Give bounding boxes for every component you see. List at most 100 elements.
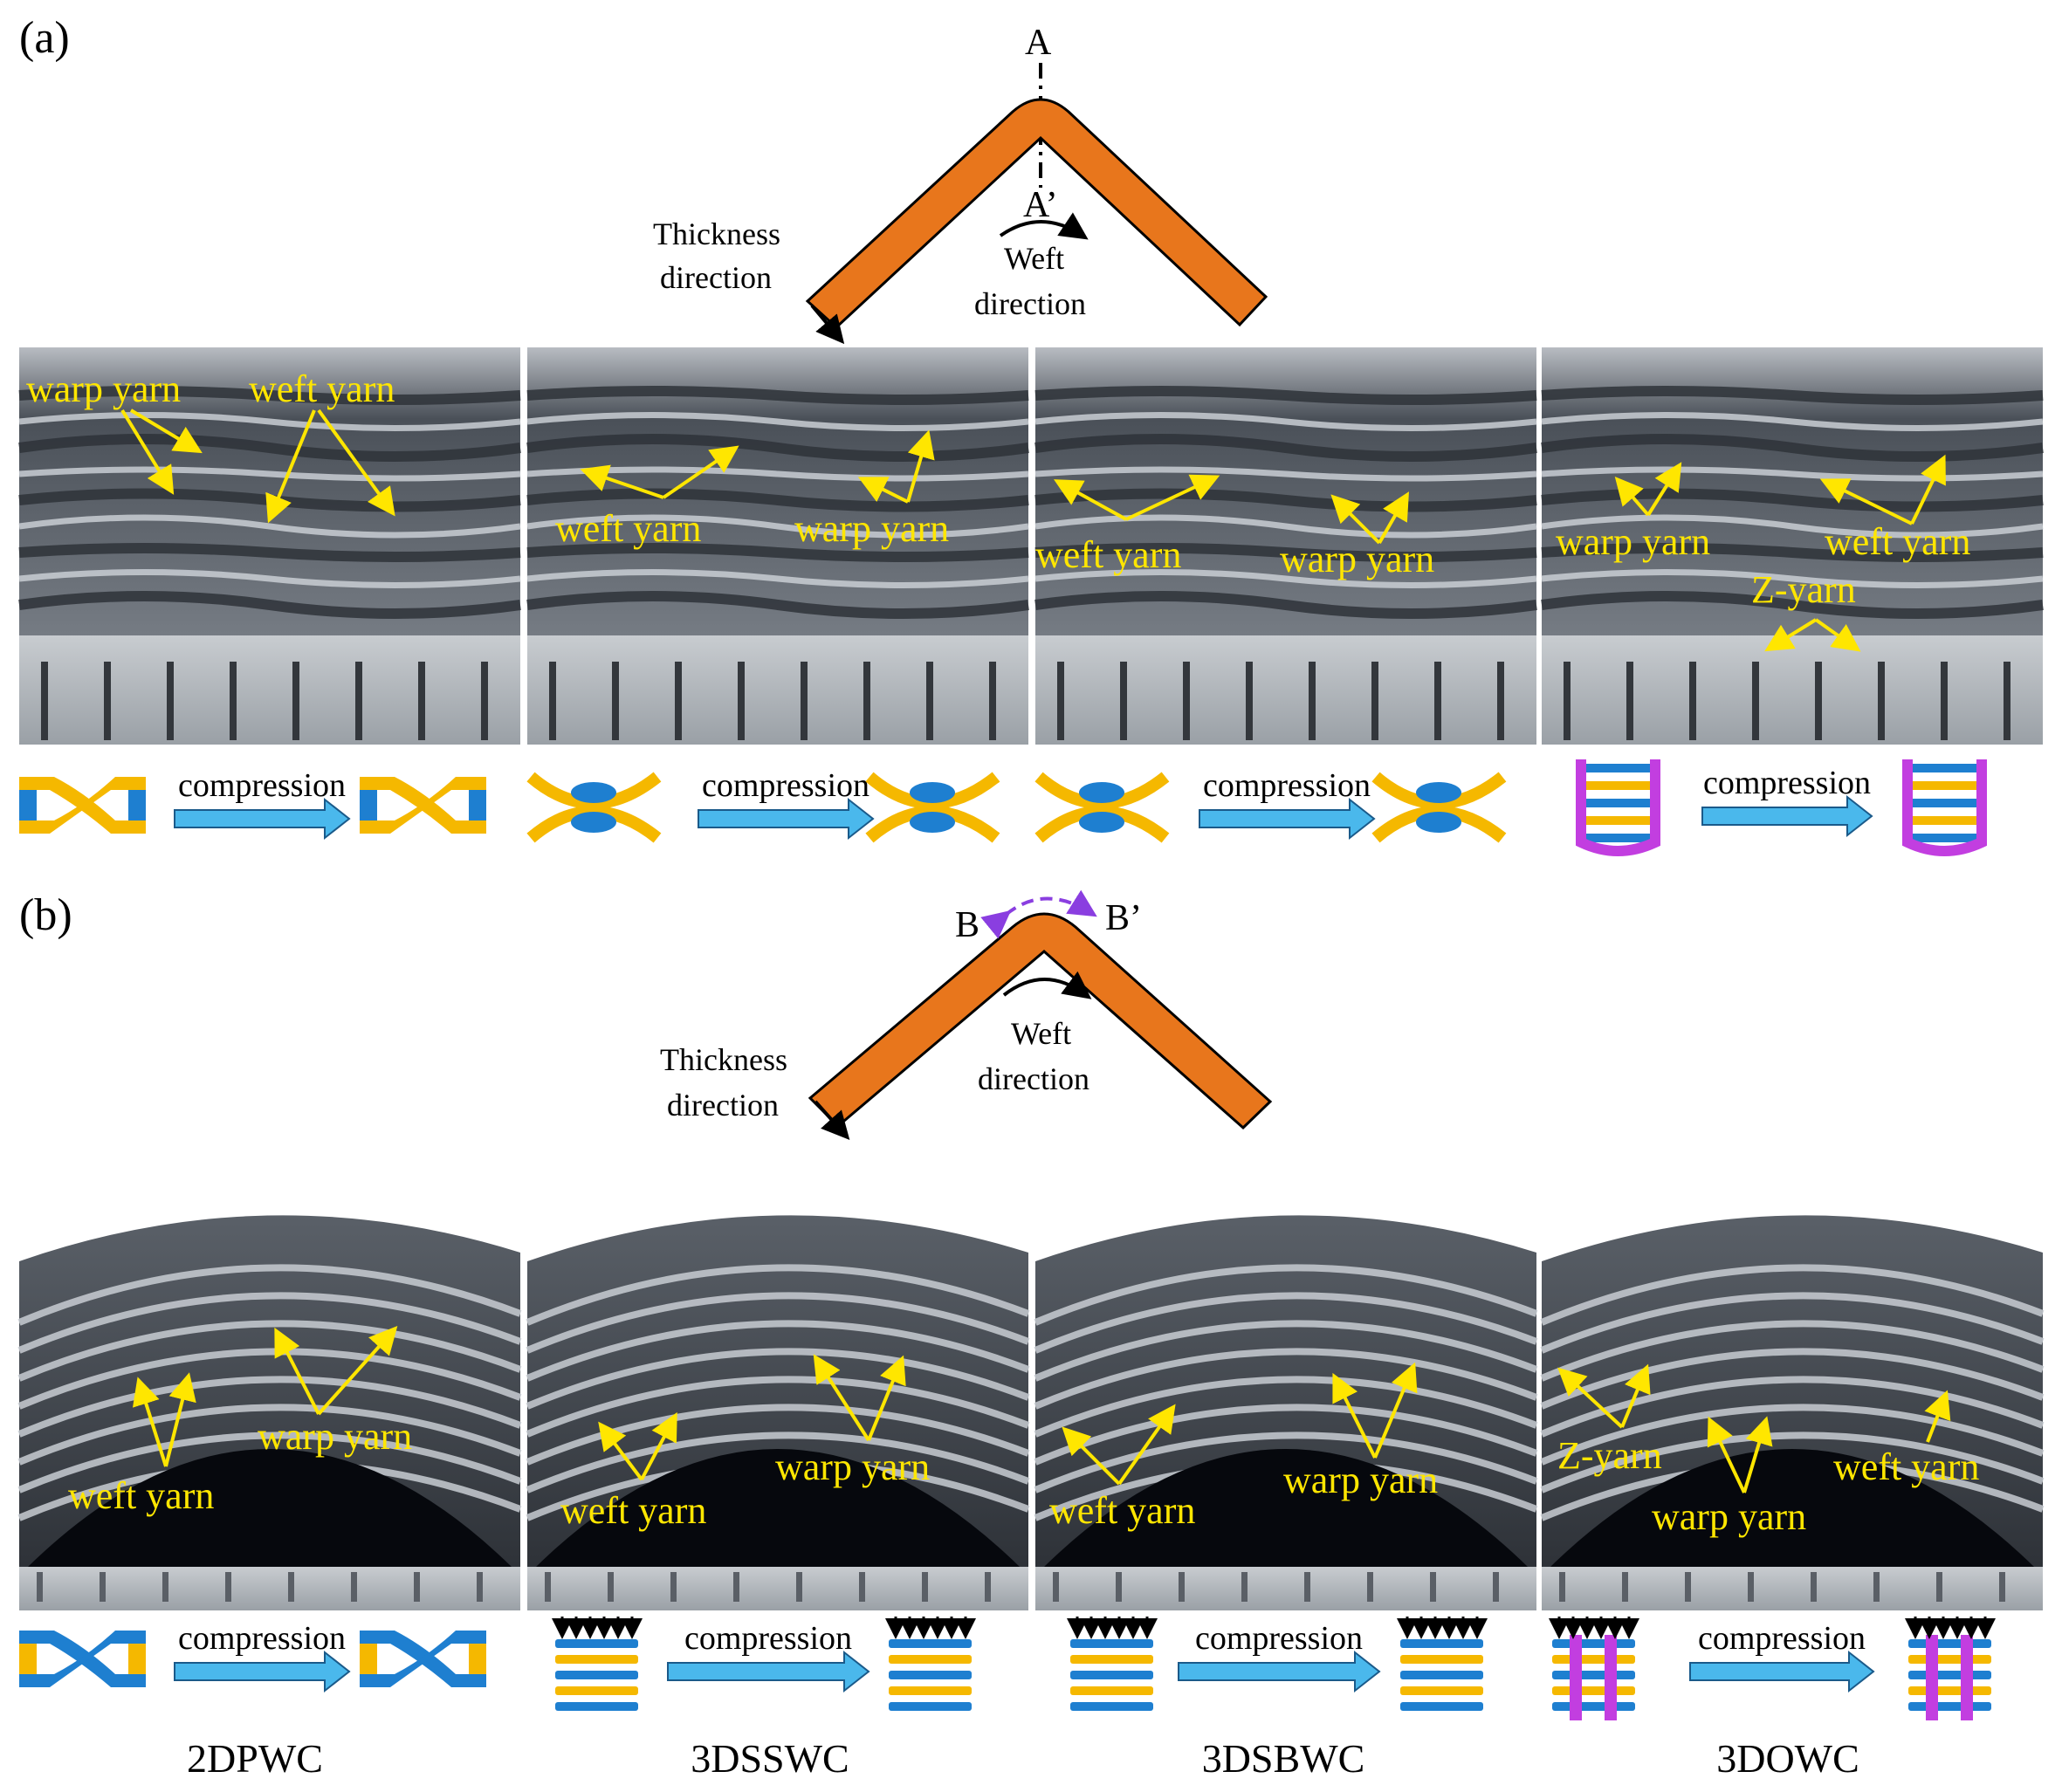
yarn-ellipse [910,812,955,833]
schem-a3-after [1371,772,1507,843]
yarn-stratum [1541,386,2044,405]
yarn-stratum [526,386,1029,405]
layer [1577,799,1660,807]
yarn-stratum [18,386,521,405]
yarn-stratum [526,488,1029,512]
arrow-b4-z-1 [1557,1367,1624,1429]
arrow-a1-weft-2 [317,409,395,517]
sample-name-4: 3DOWC [1716,1736,1859,1781]
arrow-b3-weft-1 [1062,1426,1121,1486]
yarn-stratum [18,412,521,431]
arrow-b2-warp-2 [867,1355,906,1441]
yarn-stratum [1034,466,1537,482]
comp-arrow-a4 [1701,794,1873,838]
cavity [28,1449,512,1567]
annot-b4-warp: warp yarn [1652,1495,1806,1538]
yarn-band [360,1631,486,1687]
yarn-arc [526,1292,1030,1354]
ruler-tick [37,1572,43,1602]
schem-a1-after [360,777,486,834]
yarn-stratum [526,591,1029,619]
layer [1070,1686,1153,1695]
arrow-a4-weft-2 [1910,454,1946,525]
layer [555,1639,638,1648]
layer [555,1702,638,1711]
layer [1070,1702,1153,1711]
yarn-stratum [1034,434,1537,462]
ruler-tick [1689,662,1696,740]
layer [1908,1702,1991,1711]
ruler-tick [1752,662,1759,740]
layer [1908,1671,1991,1679]
ruler [1035,1567,1536,1610]
annot-b4-z: Z-yarn [1557,1434,1662,1477]
yarn-wave [1371,772,1507,809]
yarn-stratum [1541,591,2044,619]
yarn-core [128,790,146,820]
annot-b3-weft: weft yarn [1049,1489,1195,1532]
yarn-arc [526,1320,1030,1382]
arrow-a4-warp-2 [1646,462,1682,517]
schem-a3-before [1034,772,1170,843]
annot-b2-weft: weft yarn [560,1489,706,1532]
layer [889,1686,972,1695]
ruler-tick [801,662,808,740]
layer [1577,764,1660,772]
arrow-b4-warp-1 [1707,1416,1746,1493]
ruler-tick [351,1572,357,1602]
layer [1903,781,1986,790]
ruler-tick [926,662,933,740]
ruler-tick [288,1572,294,1602]
layer [1400,1655,1483,1664]
ruler-tick [1873,1572,1880,1602]
yarn-wave [526,772,662,809]
layer [889,1671,972,1679]
ruler-tick [230,662,237,740]
comp-arrow-b2 [667,1650,870,1693]
layer [555,1655,638,1664]
layer [1552,1671,1635,1679]
ruler-tick [1183,662,1190,740]
ruler-tick [675,662,682,740]
ruler [19,1567,520,1610]
yarn-wave [1034,772,1170,809]
arrow-b3-warp-2 [1373,1362,1418,1459]
yarn-band [19,777,146,834]
schem-b2-before [552,1617,643,1711]
ruler [527,635,1028,745]
comp-arrow-b2-label: compression [684,1620,852,1657]
yarn-band [19,1631,146,1687]
thickness-arrow-b [814,1100,850,1140]
yarn-band [360,777,486,834]
yarn-arc [526,1404,1030,1466]
comp-arrow-a2-label: compression [702,767,869,804]
yarn-ellipse [571,782,616,803]
yarn-arc [1034,1432,1538,1493]
photo-b-1 [17,1191,522,1610]
sample-name-1: 2DPWC [187,1736,323,1781]
yarn-stratum [1541,434,2044,462]
yarn-core [360,1644,377,1674]
layer [1552,1639,1635,1648]
arrow-b4-warp-2 [1742,1416,1773,1493]
ruler-tick [292,662,299,740]
yarn-arc [1034,1320,1538,1382]
comp-arrow-a2 [698,797,875,841]
layer [1577,781,1660,790]
annot-a2-weft: weft yarn [555,507,701,550]
yarn-stratum [18,434,521,462]
panel-a-label: (a) [19,13,70,63]
ruler-tick [355,662,362,740]
ruler-tick [2004,662,2010,740]
ruler [1542,635,2043,745]
ruler-tick [1811,1572,1817,1602]
annot-a1-weft: weft yarn [249,367,395,410]
yarn-arc [17,1292,522,1354]
layer [1903,799,1986,807]
ruler-tick [1304,1572,1310,1602]
yarn-core [469,790,486,820]
yarn-stratum [18,591,521,619]
comp-arrow-a4-label: compression [1703,765,1871,801]
ruler [527,1567,1028,1610]
